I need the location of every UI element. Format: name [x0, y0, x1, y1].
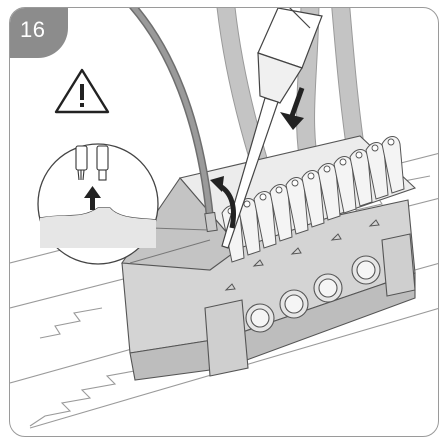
- terminal-block-drawing: [10, 8, 438, 429]
- callout-magnifier: [37, 143, 159, 265]
- up-arrow-icon: [84, 186, 101, 210]
- down-arrow-icon: [280, 87, 305, 130]
- step-number: 16: [20, 17, 46, 42]
- terminal-holes: [245, 255, 381, 333]
- wire-ferrule-icons: [75, 145, 109, 181]
- grey-wire: [128, 8, 214, 222]
- illustration-frame: 16: [9, 7, 439, 437]
- warning-triangle-icon: [54, 68, 110, 114]
- curved-up-arrow-icon: [210, 176, 236, 229]
- callout-leader: [129, 227, 211, 264]
- step-badge: 16: [10, 8, 68, 58]
